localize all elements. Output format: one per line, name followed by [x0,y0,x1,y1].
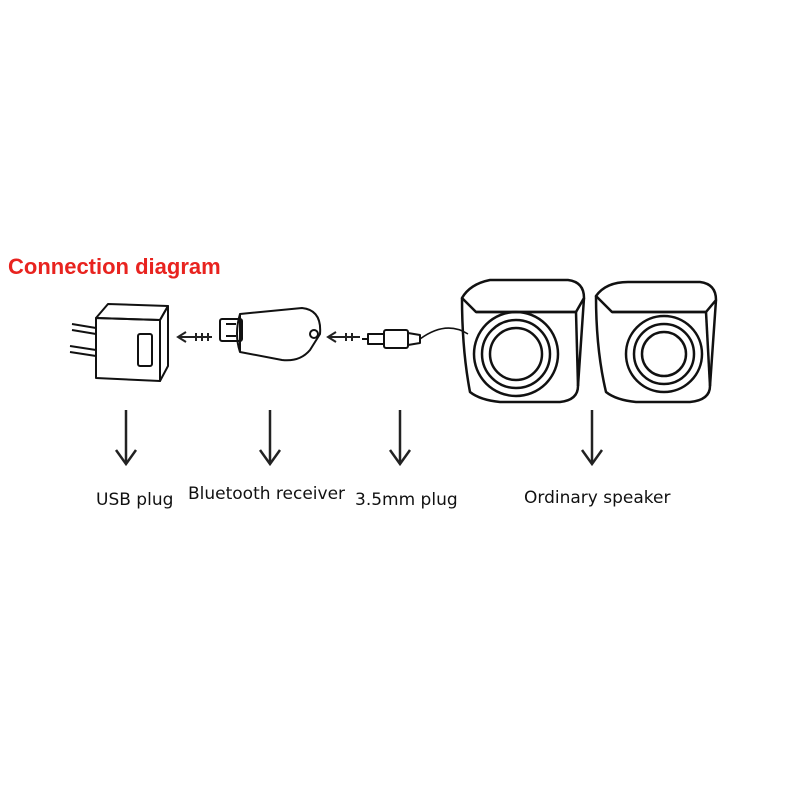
arrow-left-icon [176,331,212,343]
diagram-title: Connection diagram [8,254,221,279]
arrow-down-icon [388,410,412,467]
bluetooth-receiver-icon [219,307,322,362]
usb-wall-adapter-icon [69,303,169,382]
speaker-left-icon [460,278,586,404]
usb-plug-label: USB plug [96,490,174,510]
arrow-down-icon [258,410,282,467]
arrow-down-icon [114,410,138,467]
ordinary-speaker-label: Ordinary speaker [524,488,671,508]
audio-plug-icon [362,327,469,349]
bluetooth-receiver-label: Bluetooth receiver [188,484,346,504]
speaker-right-icon [594,280,718,404]
arrow-down-icon [580,410,604,467]
plug-35mm-label: 3.5mm plug [355,490,458,510]
arrow-left-icon [326,331,360,343]
